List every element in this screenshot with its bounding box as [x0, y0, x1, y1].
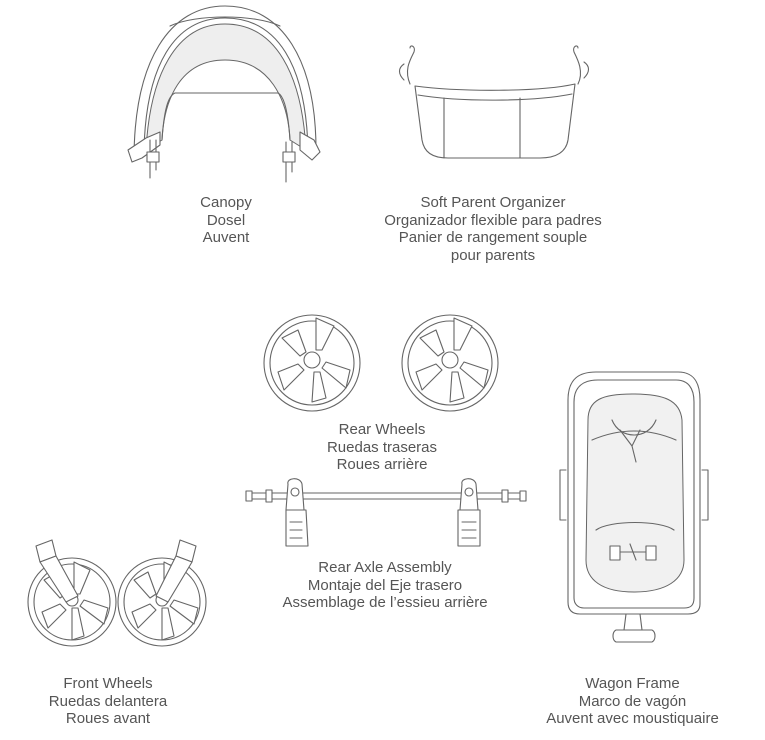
- rear-wheels-label-fr: Roues arrière: [336, 456, 428, 473]
- rear-wheels-label-es: Ruedas traseras: [326, 438, 438, 456]
- organizer-label: Soft Parent Organizer Organizador flexib…: [348, 194, 638, 264]
- front-wheels-label-fr: Roues avant: [65, 710, 151, 727]
- front-wheels-label: Front Wheels Ruedas delantera Roues avan…: [28, 675, 188, 728]
- front-wheels-label-en: Front Wheels: [63, 675, 153, 692]
- rear-wheels-label-en: Rear Wheels: [338, 421, 426, 438]
- rear-axle-label: Rear Axle Assembly Montaje del Eje trase…: [255, 559, 515, 612]
- organizer-label-fr: Panier de rangement souple: [398, 229, 588, 246]
- rear-axle-label-es: Montaje del Eje trasero: [307, 576, 463, 594]
- organizer-label-fr2: pour parents: [450, 246, 536, 264]
- front-wheels-label-es: Ruedas delantera: [48, 692, 168, 710]
- organizer-label-es: Organizador flexible para padres: [384, 211, 602, 229]
- wagon-frame-label-fr: Auvent avec moustiquaire: [546, 710, 719, 727]
- canopy-label: Canopy Dosel Auvent: [166, 194, 286, 247]
- rear-axle-label-en: Rear Axle Assembly: [318, 559, 452, 576]
- canopy-label-en: Canopy: [200, 194, 252, 211]
- wagon-frame-label: Wagon Frame Marco de vagón Auvent avec m…: [515, 675, 750, 728]
- rear-wheels-label: Rear Wheels Ruedas traseras Roues arrièr…: [302, 421, 462, 474]
- organizer-label-en: Soft Parent Organizer: [420, 194, 566, 211]
- canopy-label-fr: Auvent: [202, 229, 250, 246]
- wagon-frame-label-es: Marco de vagón: [578, 692, 687, 710]
- canopy-label-es: Dosel: [206, 211, 246, 229]
- rear-axle-label-fr: Assemblage de l’essieu arrière: [282, 594, 488, 611]
- wagon-frame-label-en: Wagon Frame: [585, 675, 680, 692]
